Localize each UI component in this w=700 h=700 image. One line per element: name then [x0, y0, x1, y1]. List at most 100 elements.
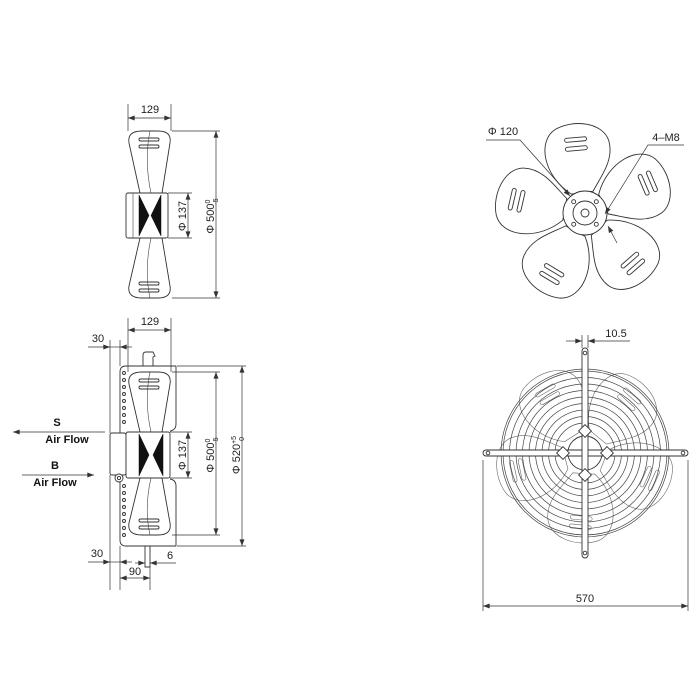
guard-ring-section — [122, 399, 126, 403]
blade-tolerance-upper: 0 — [205, 438, 212, 442]
depth-dimension-text: 90 — [129, 566, 141, 578]
guard-ring-section — [122, 526, 126, 530]
blade-edge-line — [146, 477, 152, 536]
side-view-top: 129 Φ 137 Φ 5000-5 — [125, 104, 220, 299]
depth-dimension-value: 90 — [129, 566, 141, 578]
cable-gland-core — [116, 475, 122, 481]
blade-diameter-value: Φ 500 — [205, 203, 217, 233]
blade-slot — [138, 385, 160, 390]
overall-width-value: 570 — [576, 593, 594, 605]
hub-diameter-leader — [486, 139, 571, 197]
width-dimension-text: 129 — [141, 104, 159, 116]
holes-label-value: 4–M8 — [652, 132, 680, 144]
holes-leader — [604, 144, 684, 215]
guard-ring-section — [122, 392, 126, 396]
width-dimension-value: 129 — [141, 316, 159, 328]
rear-offset-top-text: 30 — [92, 333, 104, 345]
motor-rear-housing — [109, 432, 127, 476]
blowing-label: B — [51, 460, 59, 472]
guard-frame-front — [169, 478, 177, 546]
guard-ring-section — [122, 484, 126, 488]
front-view-bottom: 10.5 570 — [482, 328, 689, 611]
hub-rotor-shading — [150, 194, 162, 237]
guard-ring-section — [122, 413, 126, 417]
hub-diameter-value: Φ 137 — [177, 201, 189, 231]
rear-offset-bottom-value: 30 — [91, 548, 103, 560]
flange-dimension-value: 6 — [167, 550, 173, 562]
mounting-hole — [571, 199, 577, 205]
blade-tolerance-lower: -5 — [213, 198, 220, 204]
overall-width-text: 570 — [576, 593, 594, 605]
hub-diameter-text: Φ 137 — [177, 440, 189, 470]
airflow-legend: S Air Flow B Air Flow — [13, 417, 105, 489]
bottom-mounting-tab — [144, 546, 151, 568]
blade-slot — [138, 137, 160, 142]
blade-diameter-value: Φ 500 — [205, 442, 217, 472]
blade-slot — [138, 281, 160, 286]
guard-ring-section — [122, 533, 126, 537]
mounting-hole — [593, 221, 599, 227]
guard-ring-section — [122, 512, 126, 516]
bar-clamp-diamond — [599, 445, 615, 461]
guard-ring-section — [122, 491, 126, 495]
holes-label-text: 4–M8 — [652, 132, 680, 144]
blade-slot — [138, 288, 160, 293]
guard-diameter-text: Φ 520+50 — [231, 436, 246, 474]
shaft-circle — [580, 208, 590, 218]
mounting-hole — [593, 199, 599, 205]
blade-edge-line — [146, 371, 152, 433]
bar-width-text: 10.5 — [605, 328, 626, 340]
blade-slot — [138, 525, 160, 530]
hub-diameter-text: Φ 137 — [177, 201, 189, 231]
hub-diameter-value: Φ 137 — [177, 440, 189, 470]
bar-clamp-diamond — [555, 445, 571, 461]
suction-airflow-text: Air Flow — [45, 434, 89, 446]
bar-eyelet — [680, 450, 686, 456]
guard-diameter-value: Φ 520 — [231, 444, 243, 474]
suction-label-value: S — [53, 417, 60, 429]
blade-slot — [138, 144, 160, 149]
blowing-airflow-text: Air Flow — [33, 477, 77, 489]
bar-clamp-diamond — [577, 467, 593, 483]
hub-rotor-shading — [138, 194, 150, 237]
guard-ring-section — [122, 371, 126, 375]
guard-ring-section — [122, 406, 126, 410]
guard-ring-section — [122, 420, 126, 424]
hub-inner-circle — [572, 200, 598, 226]
bar-clamp-diamond — [577, 423, 593, 439]
blade-diameter-text: Φ 5000-5 — [205, 437, 220, 472]
rear-offset-top-value: 30 — [92, 333, 104, 345]
cable-gland — [114, 473, 124, 483]
hub-outer-circle — [562, 190, 608, 236]
guard-tolerance-upper: +5 — [231, 436, 238, 444]
blade-tolerance-lower: -5 — [213, 437, 220, 443]
guard-ring-sections — [122, 371, 126, 537]
blade-edge-line — [146, 130, 152, 194]
hub-rotor-shading — [138, 433, 150, 477]
blowing-label-value: B — [51, 460, 59, 472]
hub-diameter-value: Φ 120 — [488, 126, 518, 138]
top-mounting-tab — [142, 351, 156, 366]
blowing-airflow-value: Air Flow — [33, 477, 77, 489]
side-view-bottom: 129 30 Φ 137 Φ 5000-5 Φ 520+50 30 9 — [88, 316, 246, 590]
bar-eyelet — [582, 350, 588, 356]
suction-label: S — [53, 417, 60, 429]
front-view-top: Φ 120 4–M8 — [486, 120, 684, 309]
holes-leader-arrow — [607, 225, 618, 244]
blade-slot — [138, 378, 160, 383]
guard-ring-section — [122, 519, 126, 523]
guard-ring-section — [122, 505, 126, 509]
flange-dimension-text: 6 — [167, 550, 173, 562]
rear-offset-bottom-text: 30 — [91, 548, 103, 560]
guard-tolerance-lower: 0 — [239, 437, 246, 441]
blade-tolerance-upper: 0 — [205, 199, 212, 203]
hub-rotor-shading — [152, 433, 164, 477]
mounting-hole — [571, 221, 577, 227]
guard-ring-section — [122, 385, 126, 389]
vertical-mounting-bar — [581, 347, 589, 559]
blade-edge-line — [146, 237, 152, 299]
width-dimension-text: 129 — [141, 316, 159, 328]
bar-eyelet — [485, 450, 491, 456]
